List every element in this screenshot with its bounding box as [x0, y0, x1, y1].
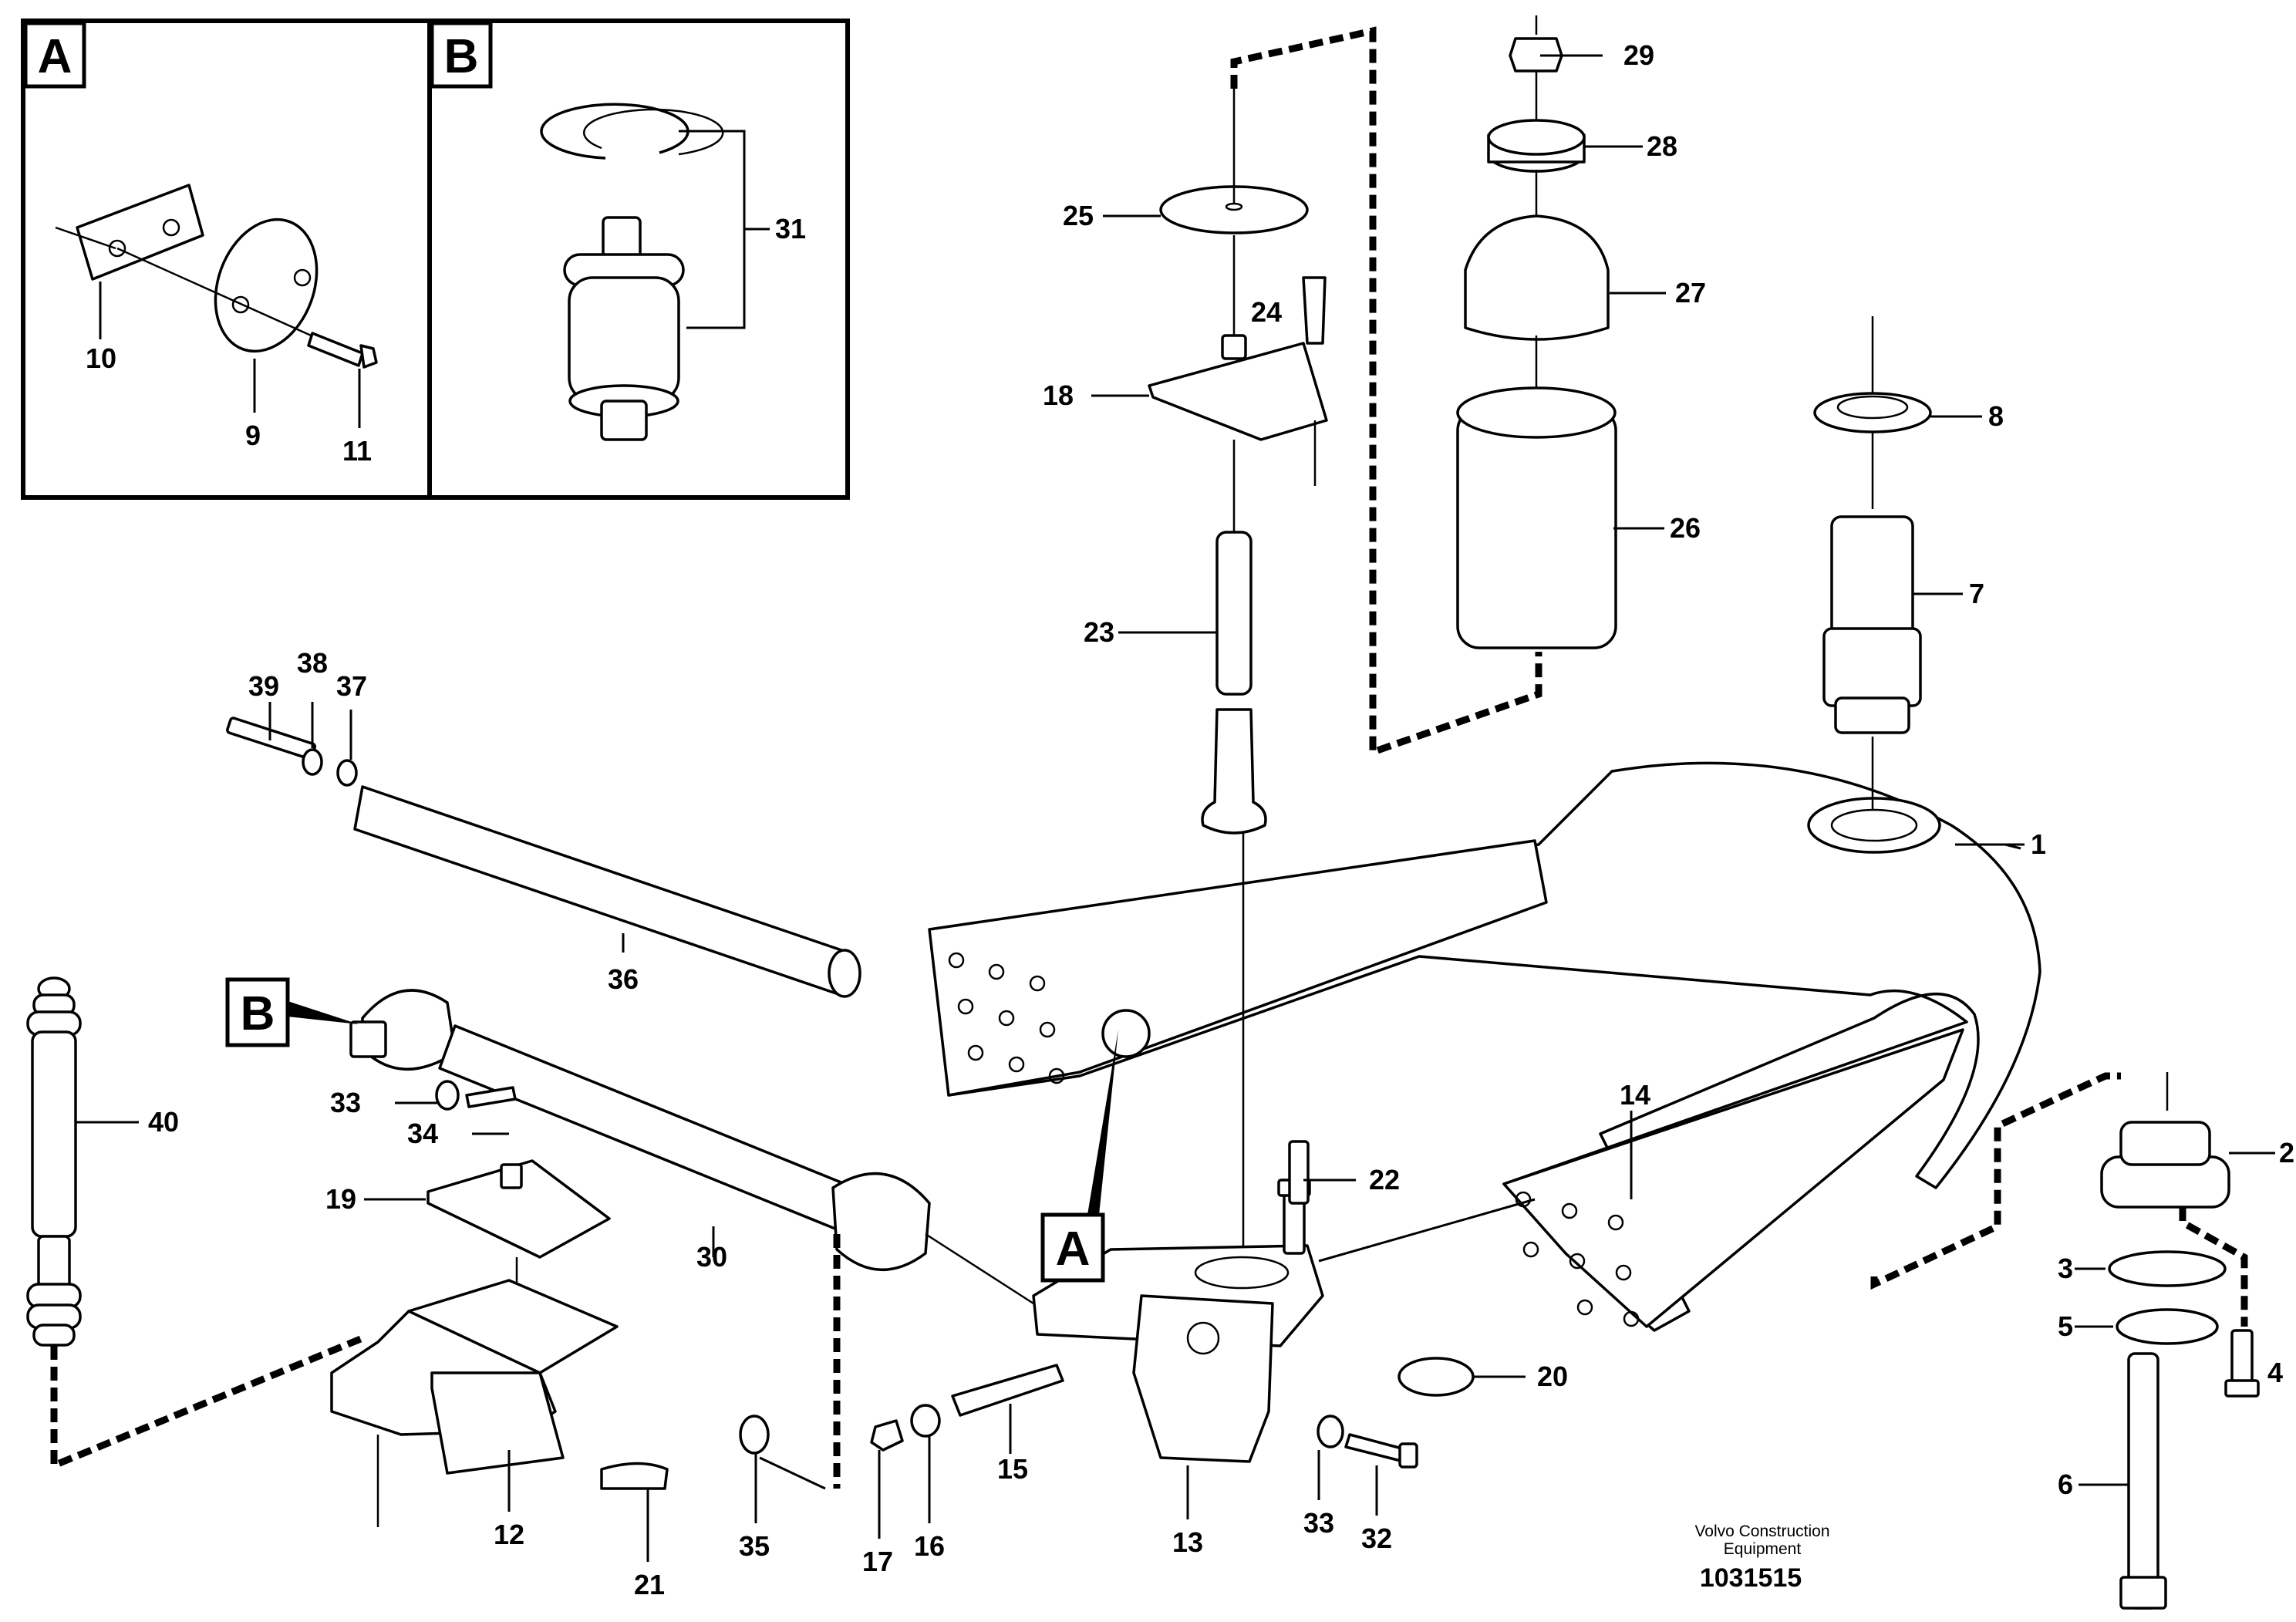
inset-b-letter: B	[444, 30, 479, 83]
callout-32: 32	[1361, 1523, 1392, 1554]
callout-13: 13	[1172, 1526, 1203, 1558]
callout-33-left: 33	[330, 1087, 361, 1118]
callout-24: 24	[1251, 296, 1282, 328]
pin-stack	[1148, 85, 1328, 1265]
a-frame	[928, 761, 2041, 1332]
document-number: 1031515	[1700, 1563, 1802, 1593]
callout-21: 21	[634, 1569, 665, 1600]
pointer-b-letter: B	[241, 987, 275, 1040]
callout-18: 18	[1043, 379, 1074, 411]
dashed-connectors	[50, 26, 2248, 1490]
shock-absorber	[26, 976, 139, 1347]
callout-6: 6	[2058, 1469, 2073, 1500]
tube-36	[226, 717, 861, 998]
callout-40: 40	[148, 1106, 179, 1138]
company-name-line2: Equipment	[1724, 1540, 1802, 1558]
leader-lines	[268, 54, 2275, 1562]
callout-15: 15	[997, 1453, 1028, 1485]
king-pin-stack	[1813, 316, 1932, 810]
callout-1: 1	[2031, 828, 2046, 860]
callout-22: 22	[1369, 1164, 1400, 1195]
callout-37: 37	[336, 670, 367, 702]
callout-28: 28	[1647, 130, 1677, 162]
callout-34: 34	[407, 1118, 438, 1149]
callout-38: 38	[297, 647, 328, 679]
inset-a-letter: A	[38, 30, 72, 83]
frame-bolt-holes-right	[1515, 1191, 1640, 1327]
callout-27: 27	[1675, 277, 1706, 309]
callout-5: 5	[2058, 1310, 2073, 1342]
inset-panel-a: A	[21, 19, 432, 500]
callout-2: 2	[2279, 1137, 2294, 1168]
pointer-a-letter: A	[1056, 1222, 1091, 1276]
callout-31: 31	[775, 213, 806, 244]
footer: Volvo Construction Equipment 1031515	[1694, 1523, 1829, 1593]
callout-9: 9	[245, 420, 261, 451]
callout-14: 14	[1620, 1079, 1650, 1111]
callout-26: 26	[1670, 512, 1701, 544]
inset-panel-b: B	[427, 19, 850, 500]
callout-8: 8	[1988, 400, 2004, 432]
bump-stop-stack	[1456, 15, 1617, 649]
callout-7: 7	[1969, 578, 1984, 609]
callout-16: 16	[914, 1530, 945, 1562]
callout-39: 39	[248, 670, 279, 702]
pointer-a: A	[1040, 1030, 1118, 1283]
callout-35: 35	[739, 1530, 770, 1562]
pointer-b: B	[225, 977, 359, 1047]
torque-bar-30	[349, 989, 1034, 1305]
knuckle-13	[1032, 1179, 1324, 1463]
callout-10: 10	[86, 342, 116, 374]
bracket-19-12	[330, 1159, 619, 1527]
callout-12: 12	[494, 1519, 524, 1550]
callout-4: 4	[2267, 1357, 2283, 1388]
callout-36: 36	[608, 963, 639, 995]
callout-11: 11	[342, 435, 372, 467]
callout-25: 25	[1063, 200, 1094, 231]
callout-17: 17	[862, 1546, 893, 1577]
callout-19: 19	[325, 1183, 356, 1215]
small-parts	[435, 1080, 1475, 1490]
callout-29: 29	[1623, 39, 1654, 71]
mount-stack-right	[2100, 1072, 2260, 1610]
callout-33-right: 33	[1303, 1507, 1334, 1539]
callout-3: 3	[2058, 1253, 2073, 1284]
callout-23: 23	[1084, 616, 1114, 648]
callout-30: 30	[696, 1241, 727, 1273]
callouts: 29 28 27 26 25 24 18 23 8 7 1 2 3 4 5 6 …	[86, 39, 2294, 1600]
frame-bolt-holes-left	[948, 952, 1065, 1084]
company-name-line1: Volvo Construction	[1694, 1523, 1829, 1540]
callout-20: 20	[1537, 1361, 1568, 1392]
